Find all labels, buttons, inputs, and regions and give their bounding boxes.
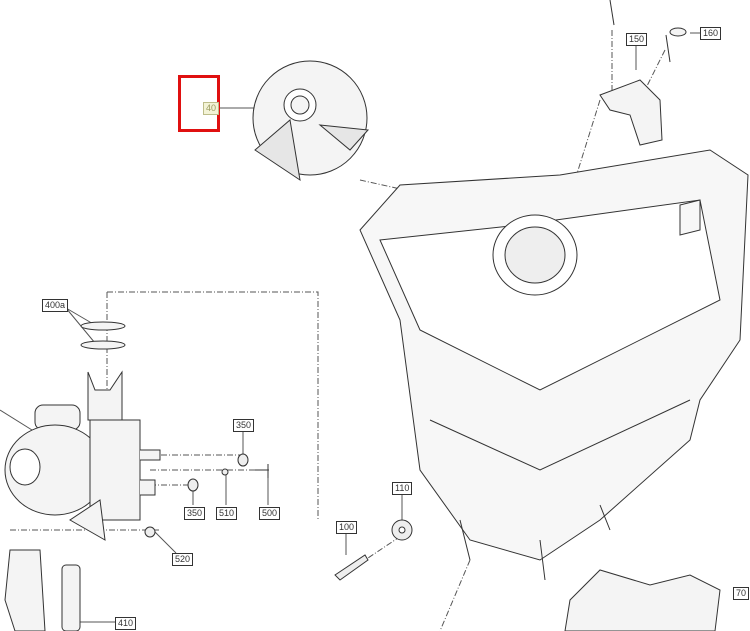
callout-160[interactable]: 160 <box>700 27 722 40</box>
mounting-bracket <box>599 0 687 146</box>
callout-110[interactable]: 110 <box>392 482 413 495</box>
hardware <box>144 453 413 581</box>
callout-40[interactable]: 40 <box>203 102 220 115</box>
callout-350[interactable]: 350 <box>184 507 206 520</box>
callout-510[interactable]: 510 <box>216 507 238 520</box>
lower-brackets <box>4 549 721 631</box>
callout-150[interactable]: 150 <box>626 33 648 46</box>
filler-cap <box>252 60 370 182</box>
coolant-reservoir <box>359 149 749 581</box>
callout-350[interactable]: 350 <box>233 419 255 432</box>
leader-lines <box>0 32 702 623</box>
callout-400a[interactable]: 400a <box>42 299 69 312</box>
callout-410[interactable]: 410 <box>115 617 137 630</box>
callout-500[interactable]: 500 <box>259 507 281 520</box>
callout-100[interactable]: 100 <box>336 521 358 534</box>
callout-520[interactable]: 520 <box>172 553 194 566</box>
callout-70[interactable]: 70 <box>733 587 750 600</box>
pump-assembly <box>4 321 161 541</box>
